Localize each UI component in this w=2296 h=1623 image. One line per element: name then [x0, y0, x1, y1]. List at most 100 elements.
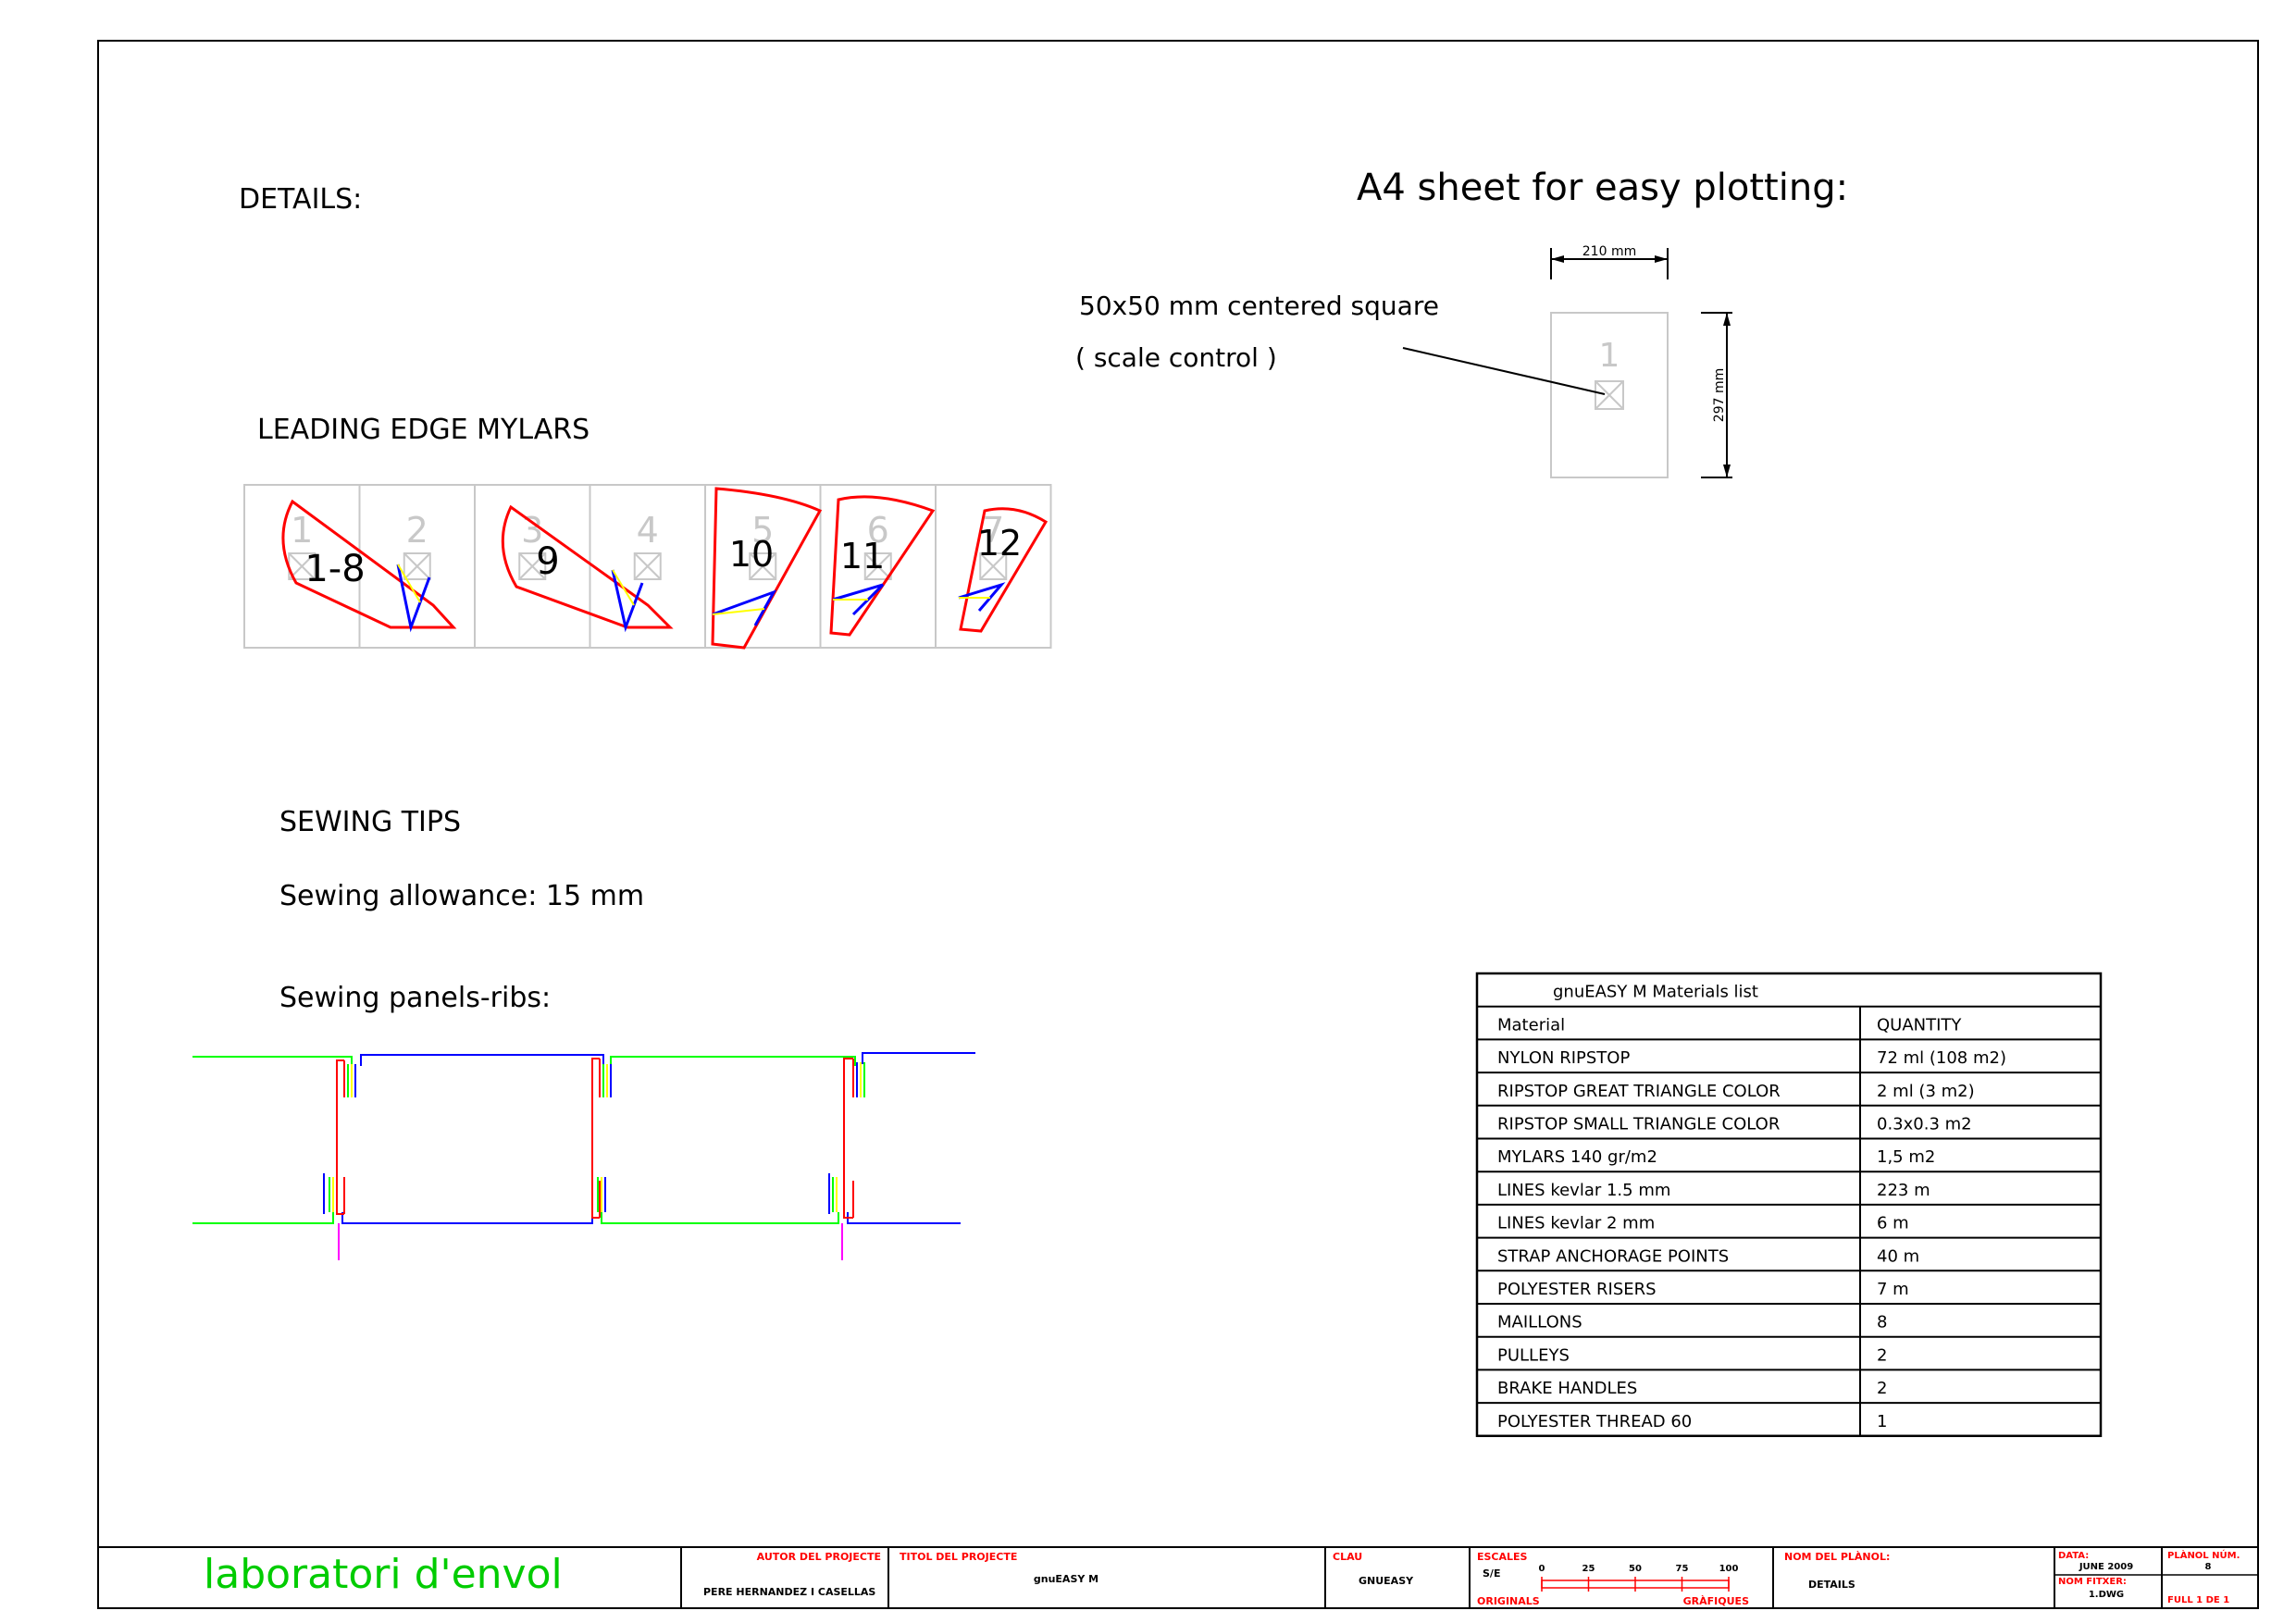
- logo-text: laboratori d'envol: [204, 1551, 563, 1598]
- materials-row: LINES kevlar 2 mm 6 m: [1497, 1214, 1909, 1233]
- mylar-reinforcement: [611, 569, 644, 633]
- mylar-cell-number: 6: [867, 510, 889, 551]
- graphics-label: GRÀFIQUES: [1683, 1595, 1749, 1607]
- mylar-label: 10: [729, 534, 774, 575]
- file-label: NOM FITXER:: [2058, 1577, 2127, 1587]
- material-quantity: 7 m: [1877, 1280, 1909, 1299]
- mylar-scale-square: [863, 552, 892, 580]
- plan-number: 8: [2205, 1562, 2212, 1572]
- sheet-frame: [97, 40, 2259, 1609]
- a4-width-label: 210 mm: [1582, 244, 1636, 259]
- mylar-reinforcement: [832, 583, 885, 616]
- material-name: LINES kevlar 2 mm: [1497, 1214, 1655, 1233]
- material-quantity: 8: [1877, 1313, 1887, 1332]
- key-label: CLAU: [1333, 1551, 1362, 1563]
- material-quantity: 1,5 m2: [1877, 1147, 1935, 1167]
- date-value: JUNE 2009: [2079, 1562, 2133, 1572]
- mylar-cell-number: 4: [637, 510, 659, 551]
- rib-1: [336, 1059, 344, 1215]
- materials-row: MAILLONS 8: [1497, 1313, 1887, 1332]
- mylar-scale-square: [979, 552, 1008, 580]
- mylar-label: 12: [977, 523, 1022, 564]
- rib-2: [591, 1058, 600, 1219]
- scale-note-line2: ( scale control ): [1075, 342, 1277, 373]
- stitch-marks: [323, 1062, 865, 1214]
- author-label: AUTOR DEL PROJECTE: [757, 1551, 881, 1563]
- material-name: NYLON RIPSTOP: [1497, 1048, 1630, 1068]
- material-name: BRAKE HANDLES: [1497, 1379, 1637, 1398]
- material-name: STRAP ANCHORAGE POINTS: [1497, 1246, 1729, 1266]
- drawing-name-label: NOM DEL PLÀNOL:: [1784, 1551, 1890, 1563]
- panel-bottom-green-2: [601, 1212, 839, 1224]
- material-name: RIPSTOP SMALL TRIANGLE COLOR: [1497, 1115, 1780, 1134]
- material-name: LINES kevlar 1.5 mm: [1497, 1181, 1670, 1200]
- material-quantity: 0.3x0.3 m2: [1877, 1115, 1972, 1134]
- panel-bottom-blue-1: [341, 1212, 593, 1224]
- material-name: MAILLONS: [1497, 1313, 1582, 1332]
- sewing-allowance-text: Sewing allowance: 15 mm: [279, 880, 644, 912]
- material-name: PULLEYS: [1497, 1345, 1570, 1365]
- sewing-panels-heading: Sewing panels-ribs:: [279, 982, 551, 1014]
- plan-number-label: PLÀNOL NÚM.: [2167, 1549, 2240, 1561]
- mylar-scale-square: [749, 552, 777, 580]
- mylar-centerline: [612, 569, 635, 606]
- materials-row: POLYESTER RISERS 7 m: [1497, 1280, 1909, 1299]
- mylar-centerline: [397, 564, 421, 603]
- a4-sheet-diagram: 210 mm 1 297 mm 50x50 mm centered square…: [1075, 244, 1732, 478]
- mylar-cell-7: [935, 484, 1052, 649]
- scales-label: ESCALES: [1477, 1551, 1528, 1563]
- a4-height-label: 297 mm: [1712, 368, 1727, 422]
- material-quantity: 2: [1877, 1379, 1887, 1398]
- mylar-reinforcement: [712, 589, 777, 626]
- materials-header-quantity: QUANTITY: [1877, 1015, 1962, 1035]
- material-quantity: 40 m: [1877, 1246, 1919, 1266]
- mylar-scale-square: [518, 552, 547, 580]
- mylar-shape-9: [501, 504, 674, 629]
- scale-tick-label: 0: [1539, 1564, 1545, 1574]
- key-value: GNUEASY: [1359, 1575, 1414, 1587]
- a4-sheet-heading: A4 sheet for easy plotting:: [1357, 167, 1848, 209]
- sewing-tips-heading: SEWING TIPS: [279, 806, 461, 838]
- panel-top-blue-2: [862, 1052, 975, 1064]
- material-quantity: 2: [1877, 1345, 1887, 1365]
- materials-row: PULLEYS 2: [1497, 1345, 1887, 1365]
- material-quantity: 223 m: [1877, 1181, 1930, 1200]
- mylar-reinforcement: [958, 582, 1006, 612]
- panel-top-green-2: [610, 1056, 856, 1066]
- drawing-name: DETAILS: [1808, 1579, 1855, 1591]
- scale-leader-line: [1402, 347, 1606, 395]
- mylar-cell-number: 5: [751, 510, 774, 551]
- materials-row: NYLON RIPSTOP 72 ml (108 m2): [1497, 1048, 2006, 1068]
- a4-page-number: 1: [1599, 337, 1620, 375]
- materials-header-material: Material: [1497, 1015, 1565, 1035]
- materials-row: RIPSTOP GREAT TRIANGLE COLOR 2 ml (3 m2): [1497, 1082, 1975, 1101]
- panel-top-blue-1: [360, 1054, 604, 1066]
- mylar-scale-square: [403, 552, 431, 580]
- material-name: POLYESTER RISERS: [1497, 1280, 1657, 1299]
- details-heading: DETAILS:: [239, 183, 362, 216]
- originals-label: ORIGINALS: [1477, 1595, 1540, 1607]
- material-quantity: 2 ml (3 m2): [1877, 1082, 1975, 1101]
- mylar-label: 1-8: [304, 548, 365, 590]
- scale-control-square: [1595, 380, 1624, 410]
- author-name: PERE HERNANDEZ I CASELLAS: [703, 1586, 875, 1598]
- panel-bottom-green-1: [192, 1212, 334, 1224]
- materials-row: RIPSTOP SMALL TRIANGLE COLOR 0.3x0.3 m2: [1497, 1115, 1972, 1134]
- scale-value: S/E: [1483, 1567, 1500, 1580]
- mylar-label: 11: [840, 536, 885, 576]
- leading-edge-heading: LEADING EDGE MYLARS: [257, 414, 590, 446]
- material-name: RIPSTOP GREAT TRIANGLE COLOR: [1497, 1082, 1781, 1101]
- materials-title: gnuEASY M Materials list: [1553, 983, 1758, 1002]
- material-quantity: 6 m: [1877, 1214, 1909, 1233]
- material-quantity: 72 ml (108 m2): [1877, 1048, 2006, 1068]
- a4-page-outline: [1550, 312, 1669, 478]
- mylar-shape-10: [711, 487, 823, 650]
- date-label: DATA:: [2058, 1551, 2089, 1561]
- title-block: laboratori d'envol AUTOR DEL PROJECTE PE…: [98, 1546, 2258, 1608]
